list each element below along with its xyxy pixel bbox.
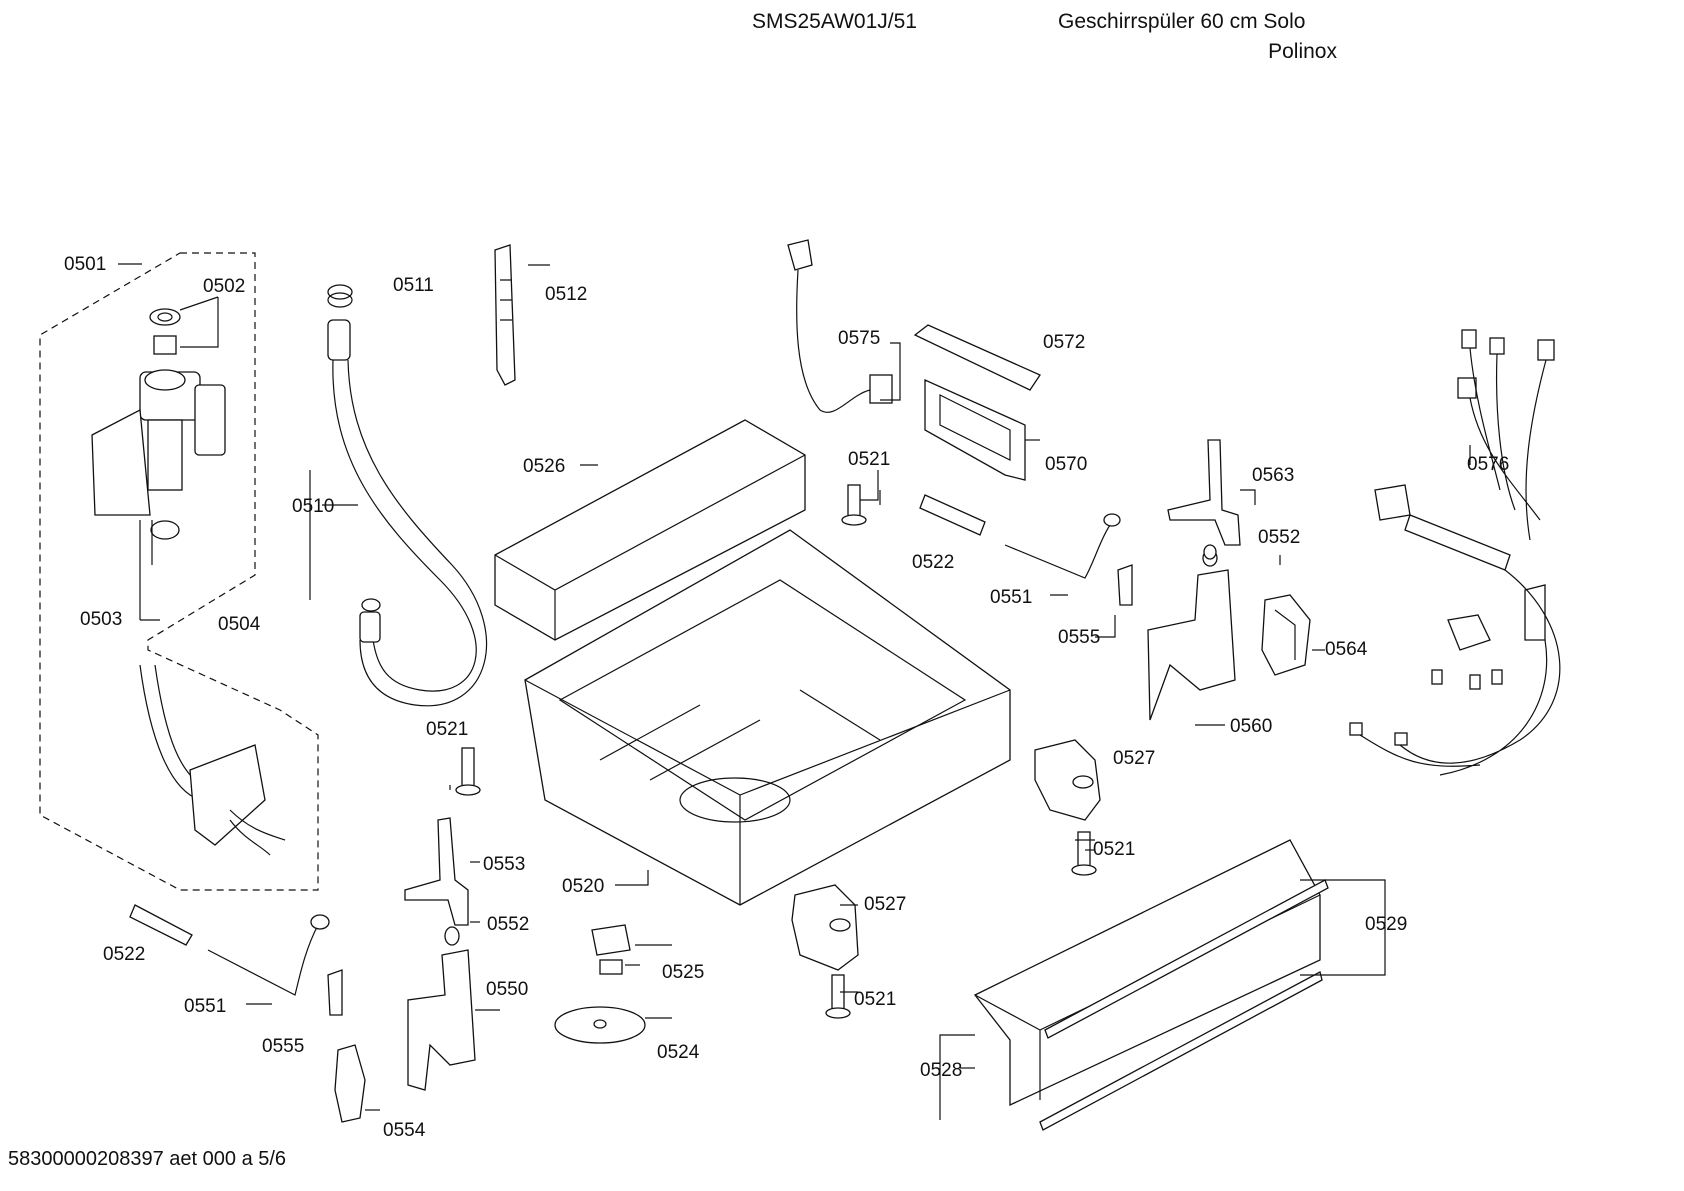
callout-0520: 0520 [562,876,604,897]
callout-0570: 0570 [1045,454,1087,475]
callout-0555-right: 0555 [1058,627,1100,648]
callout-0528: 0528 [920,1060,962,1081]
callout-0552-right: 0552 [1258,527,1300,548]
part-0525-holder [591,924,631,975]
callout-0555-left: 0555 [262,1036,304,1057]
part-0553-bracket [404,817,469,926]
leader-lines [118,263,1471,1120]
part-0529-trim-strip-bottom [1039,971,1323,1131]
part-0552-roller-right [1203,544,1217,560]
callout-0526: 0526 [523,456,565,477]
callout-0560: 0560 [1230,716,1272,737]
callout-0553: 0553 [483,854,525,875]
part-0552-roller [444,926,460,946]
callout-0527-top: 0527 [1113,748,1155,769]
callout-0502: 0502 [203,276,245,297]
part-0502-seal [149,308,181,355]
callout-0572: 0572 [1043,332,1085,353]
model-number: SMS25AW01J/51 [752,10,917,33]
callout-0576: 0576 [1467,454,1509,475]
part-0527-foot-top [1034,739,1101,821]
callout-0522-left: 0522 [103,944,145,965]
callout-0512: 0512 [545,284,587,305]
callout-0563: 0563 [1252,465,1294,486]
part-0521-screw-bottom [825,974,851,1019]
appliance-description: Geschirrspüler 60 cm Solo [1058,10,1306,33]
callout-0529: 0529 [1365,914,1407,935]
part-0521-screw-right [1071,831,1097,876]
part-0550-hinge-plate [407,949,476,1091]
part-0527-foot-bottom [791,884,859,971]
part-0551-cable-left [207,914,330,996]
part-0524-disc [554,1006,646,1044]
part-0555-clip-right [1117,564,1133,606]
callout-0504: 0504 [218,614,261,635]
part-0522-spring-right [919,494,986,536]
part-0526-cover [494,419,806,641]
callout-0521-right: 0521 [1093,839,1135,860]
part-0576-wiring-harness [1349,329,1561,776]
part-0510-drain-hose [327,319,488,707]
callout-0551-left: 0551 [184,996,226,1017]
part-0563-hinge-bracket [1167,439,1241,546]
part-0560-hinge-plate [1147,549,1236,721]
callout-0522-right: 0522 [912,552,954,573]
part-0520-base-frame [524,529,1011,906]
part-0501-inlet-valve [91,369,226,570]
callout-0564: 0564 [1325,639,1368,660]
document-id: 58300000208397 aet 000 a 5/6 [8,1148,287,1170]
callout-0511: 0511 [393,275,434,296]
callout-0510: 0510 [292,496,334,517]
part-0522-spring-left [129,904,193,946]
part-0564-clip-block [1261,594,1311,676]
callout-0524: 0524 [657,1042,700,1063]
part-0551-cable-right [1004,513,1121,579]
callout-0550: 0550 [486,979,528,1000]
callout-0521-bottom: 0521 [854,989,896,1010]
part-0572-strip [913,324,1041,391]
callout-0521-top: 0521 [848,449,890,470]
callout-0503: 0503 [80,609,122,630]
callout-0521-left: 0521 [426,719,468,740]
part-0554-latch [334,1044,366,1123]
finish-description: Polinox [1268,40,1337,63]
callout-0527-bottom: 0527 [864,894,906,915]
part-0512-bracket [494,244,516,386]
callout-0525: 0525 [662,962,704,983]
part-0529-trim-strip-top [1044,879,1329,1039]
part-0511-clamp [327,284,353,308]
part-0521-screw-top [841,484,867,526]
callout-0551-right: 0551 [990,587,1032,608]
assembly-0501-outline [39,252,319,891]
callout-0554: 0554 [383,1120,426,1141]
part-0570-frame [924,378,1026,481]
callout-0552-left: 0552 [487,914,529,935]
part-0555-clip-left [327,969,343,1016]
part-0575-power-cord [787,239,893,413]
callout-0501: 0501 [64,254,106,275]
part-0504-hose [139,664,286,856]
callout-0575: 0575 [838,328,880,349]
part-0521-screw-left [455,747,481,796]
